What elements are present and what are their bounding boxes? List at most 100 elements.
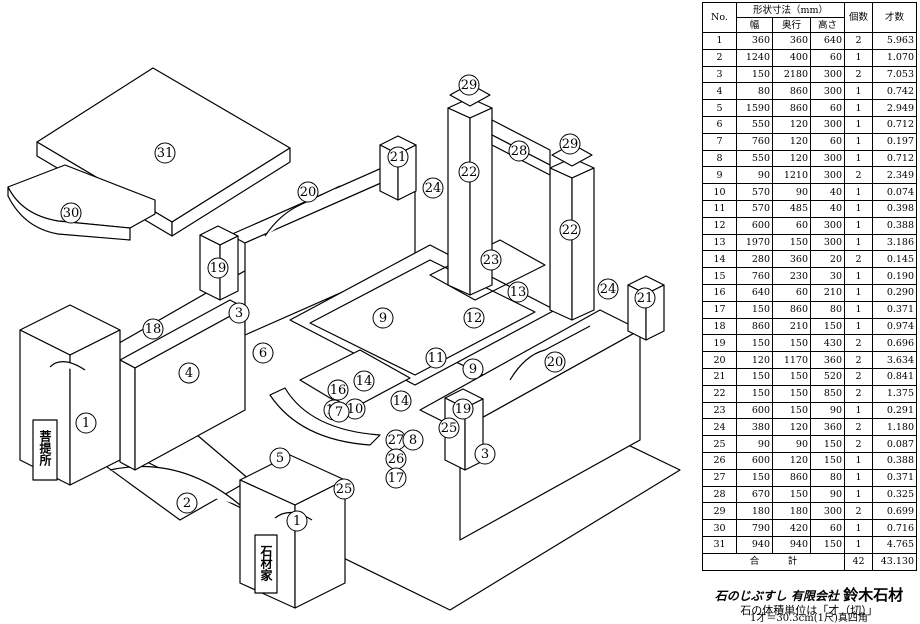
cell-no: 23: [702, 401, 737, 420]
part-label-number: 25: [336, 482, 353, 497]
cell-no: 9: [702, 166, 737, 185]
cell-n: 1: [844, 283, 874, 302]
cell-d: 360: [772, 250, 811, 269]
part-label: 24: [597, 278, 619, 300]
cell-v: 7.053: [872, 65, 918, 84]
cell-v: 0.291: [872, 401, 918, 420]
part-label: 29: [559, 133, 581, 155]
cell-w: 90: [736, 166, 773, 185]
part-label-number: 1: [293, 514, 301, 529]
part-label-circle: [507, 281, 529, 303]
cell-v: 4.765: [872, 535, 918, 554]
part-label: 2: [176, 492, 198, 514]
cell-v: 3.186: [872, 233, 918, 252]
part-label: 12: [463, 307, 485, 329]
part-label: 19: [452, 398, 474, 420]
part-label: 21: [634, 287, 656, 309]
cell-n: 1: [844, 199, 874, 218]
cell-h: 300: [809, 233, 846, 252]
part-label-circle: [387, 146, 409, 168]
part-label-circle: [269, 447, 291, 469]
cell-d: 90: [772, 183, 811, 201]
part-label: 7: [328, 401, 350, 423]
cell-h: 300: [809, 82, 846, 101]
cell-w: 150: [736, 334, 773, 353]
cell-v: 0.712: [872, 115, 918, 134]
cell-v: 2.949: [872, 99, 918, 117]
part-label: 29: [458, 74, 480, 96]
cell-w: 790: [736, 519, 773, 537]
part-pillar-22-left: [447, 97, 493, 296]
cell-v: 0.087: [872, 435, 918, 453]
cell-v: 3.634: [872, 351, 918, 369]
cell-no: 17: [702, 300, 737, 319]
cell-no: 21: [702, 367, 737, 386]
cell-w: 180: [736, 502, 773, 521]
cell-h: 80: [809, 300, 846, 319]
cell-w: 600: [736, 216, 773, 235]
cell-w: 550: [736, 149, 773, 168]
cell-n: 2: [844, 166, 874, 185]
cell-no: 29: [702, 502, 737, 521]
cell-d: 60: [772, 283, 811, 302]
cell-n: 1: [844, 99, 874, 117]
cell-n: 2: [844, 502, 874, 521]
cell-v: 0.388: [872, 451, 918, 470]
part-label-circle: [634, 287, 656, 309]
part-label-circle: [463, 307, 485, 329]
part-label-circle: [544, 351, 566, 373]
part-label-number: 12: [466, 311, 483, 326]
cell-n: 1: [844, 149, 874, 168]
cell-no: 31: [702, 535, 737, 554]
part-label-circle: [178, 362, 200, 384]
part-label-number: 25: [441, 421, 458, 436]
part-label-circle: [327, 379, 349, 401]
cell-no: 14: [702, 250, 737, 269]
cell-w: 570: [736, 183, 773, 201]
cell-w: 860: [736, 317, 773, 336]
cell-h: 80: [809, 468, 846, 487]
part-label-circle: [297, 181, 319, 203]
part-label: 3: [228, 302, 250, 324]
part-label: 14: [353, 370, 375, 392]
cell-no: 1: [702, 32, 737, 50]
cell-h: 60: [809, 132, 846, 151]
cell-w: 600: [736, 451, 773, 470]
cell-d: 180: [772, 502, 811, 521]
cell-no: 3: [702, 65, 737, 84]
cell-v: 0.398: [872, 199, 918, 218]
cell-w: 360: [736, 32, 773, 50]
part-label-number: 30: [63, 206, 80, 221]
cell-no: 8: [702, 149, 737, 168]
part-label: 11: [425, 347, 447, 369]
cell-no: 11: [702, 199, 737, 218]
part-label-number: 6: [259, 346, 267, 361]
part-label-circle: [60, 202, 82, 224]
cell-n: 1: [844, 451, 874, 470]
cell-n: 2: [844, 250, 874, 269]
cell-no: 12: [702, 216, 737, 235]
cell-h: 150: [809, 451, 846, 470]
part-label-number: 21: [637, 291, 654, 306]
cell-n: 2: [844, 418, 874, 437]
cell-d: 1210: [772, 166, 811, 185]
cell-d: 120: [772, 149, 811, 168]
cell-v: 5.963: [872, 32, 918, 50]
part-label-number: 29: [461, 78, 478, 93]
cell-n: 1: [844, 468, 874, 487]
part-label-number: 26: [388, 452, 405, 467]
cell-h: 40: [809, 199, 846, 218]
cell-no: 25: [702, 435, 737, 453]
part-label: 25: [438, 417, 460, 439]
cell-v: 0.742: [872, 82, 918, 101]
part-label: 3: [474, 443, 496, 465]
cell-n: 2: [844, 435, 874, 453]
